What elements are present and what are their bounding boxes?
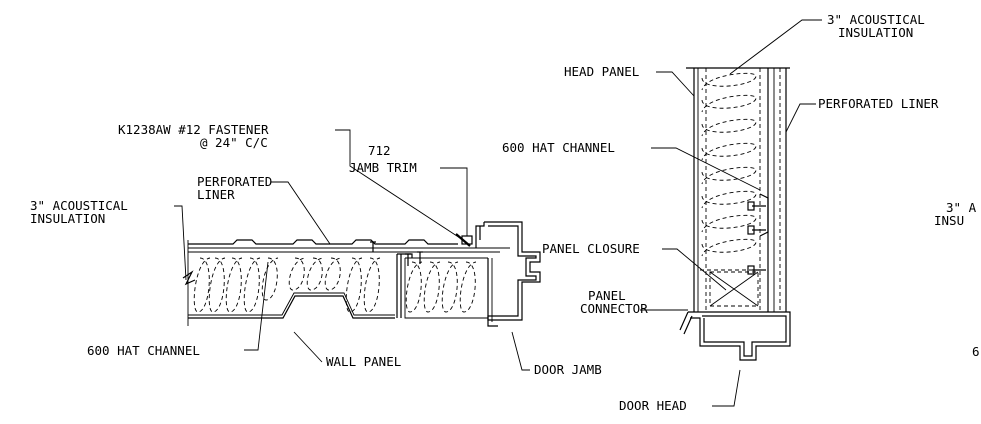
door-jamb-label: DOOR JAMB [534,362,602,377]
leader-lines [174,129,530,371]
perforated-liner-label: PERFORATED LINER [818,96,939,111]
perforated-liner-label-line1: PERFORATED [197,174,272,189]
head-section-detail: 3" ACOUSTICAL INSULATION HEAD PANEL PERF… [502,12,939,413]
jamb-trim [475,222,485,248]
insulation-label-line1: 3" ACOUSTICAL [827,12,925,27]
jamb-section-detail: K1238AW #12 FASTENER @ 24" C/C 712 JAMB … [30,122,602,377]
perforated-liner [188,239,510,253]
hat-channel-label: 600 HAT CHANNEL [502,140,615,155]
jamb-trim-number: 712 [368,143,391,158]
hat-channel [396,253,488,319]
door-head [679,311,791,361]
fastener [370,233,473,266]
insulation-label-line2: INSULATION [838,25,913,40]
panel-closure-label: PANEL CLOSURE [542,241,640,256]
cropped-label-line1: 3" A [946,200,977,215]
panel-connector-label-line1: PANEL [588,288,626,303]
cropped-label-line3: 6 [972,344,980,359]
wall-panel [182,240,395,326]
door-jamb [484,221,541,327]
wall-panel-label: WALL PANEL [326,354,401,369]
panel-connector-label-line2: CONNECTOR [580,301,648,316]
fastener-spacing-label: @ 24" C/C [200,135,268,150]
head-panel [686,67,790,312]
cropped-label-line2: INSU [934,213,964,228]
head-panel-label: HEAD PANEL [564,64,639,79]
hat-channel [747,193,769,275]
hat-channel-label: 600 HAT CHANNEL [87,343,200,358]
panel-closure [700,269,766,307]
jamb-trim-label: JAMB TRIM [349,160,417,175]
cropped-right-detail: 3" A INSU 6 [934,200,980,359]
leader-lines [640,19,822,407]
door-head-label: DOOR HEAD [619,398,687,413]
perforated-liner-label-line2: LINER [197,187,235,202]
acoustical-insulation [193,257,477,313]
fastener-label: K1238AW #12 FASTENER [118,122,269,137]
insulation-label-line1: 3" ACOUSTICAL [30,198,128,213]
insulation-label-line2: INSULATION [30,211,105,226]
acoustical-insulation [701,72,757,257]
